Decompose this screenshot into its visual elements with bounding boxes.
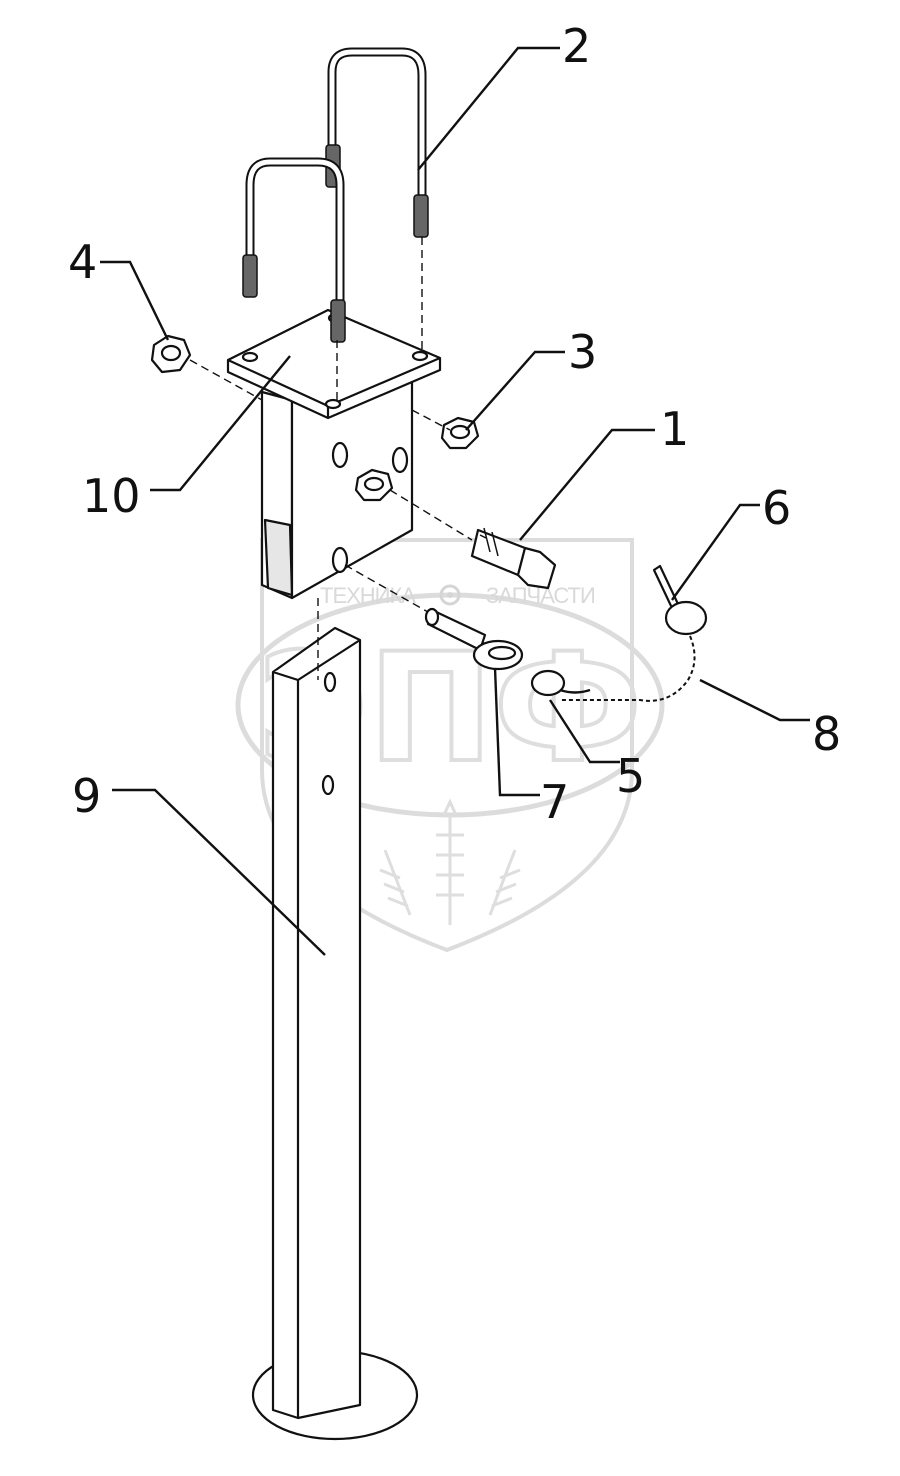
callout-4: 4 bbox=[68, 235, 97, 289]
nut-4 bbox=[150, 334, 192, 374]
bolt-1 bbox=[470, 527, 557, 590]
pin-7 bbox=[424, 607, 524, 671]
callout-5: 5 bbox=[616, 749, 645, 803]
callouts: 1 2 3 4 5 6 7 8 9 10 bbox=[68, 19, 841, 829]
bracket bbox=[226, 308, 442, 600]
callout-3: 3 bbox=[568, 325, 597, 379]
lynch-pin-6 bbox=[652, 564, 708, 636]
callout-10: 10 bbox=[82, 469, 141, 523]
u-bolt-lower bbox=[242, 157, 346, 343]
cotter-pin-5 bbox=[530, 669, 591, 697]
nut-bracket bbox=[354, 468, 394, 502]
chain-8 bbox=[560, 635, 696, 702]
watermark-left-text: ТЕХНИКА bbox=[320, 583, 416, 608]
gear-icon bbox=[439, 584, 461, 606]
leader-lines bbox=[100, 46, 810, 956]
callout-7: 7 bbox=[540, 775, 569, 829]
callout-8: 8 bbox=[812, 707, 841, 761]
callout-6: 6 bbox=[762, 481, 791, 535]
stand-post bbox=[251, 626, 419, 1441]
callout-1: 1 bbox=[660, 402, 689, 456]
wheat-icon bbox=[379, 798, 521, 925]
callout-2: 2 bbox=[562, 19, 591, 73]
callout-9: 9 bbox=[72, 769, 101, 823]
assembly-lines bbox=[189, 237, 473, 680]
